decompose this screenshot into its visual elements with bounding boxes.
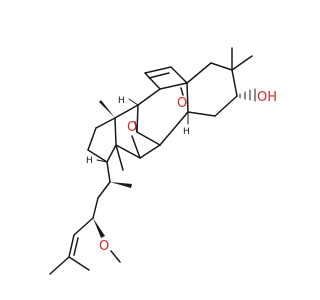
h-c9-label: H [118,96,125,106]
upper-ether: O [177,87,187,111]
ether-o-upper-label: O [177,96,187,111]
double-bond-c6-c7 [144,66,188,90]
hashed-bond-oh [239,88,256,102]
c17-hydrogen: H [86,156,108,166]
hydroxyl-label: OH [257,90,277,105]
methoxy-wedge [93,218,105,238]
ring-b [136,82,189,146]
structure-canvas: OH H O H O [49,47,277,275]
c14-methyl [115,144,124,171]
c9-hydrogen: H [118,96,139,106]
side-chain [49,161,132,275]
ether-o-lower-label: O [127,120,137,135]
ring-d [87,117,117,163]
h-c5-label: H [183,127,190,137]
c20-methyl-wedge [110,182,132,188]
c5-hydrogen: H [183,111,190,137]
hydroxyl-group: OH [239,88,277,105]
ring-c [114,104,161,159]
methoxy-o-label: O [99,239,109,254]
lower-ether: O [127,120,141,159]
gem-dimethyl [231,47,253,71]
methoxy-group: O [93,218,121,263]
c13-methyl-wedge [99,100,115,118]
ring-a [186,62,238,117]
h-c17-label: H [86,156,93,166]
molecule-structure: OH H O H O [49,47,277,275]
